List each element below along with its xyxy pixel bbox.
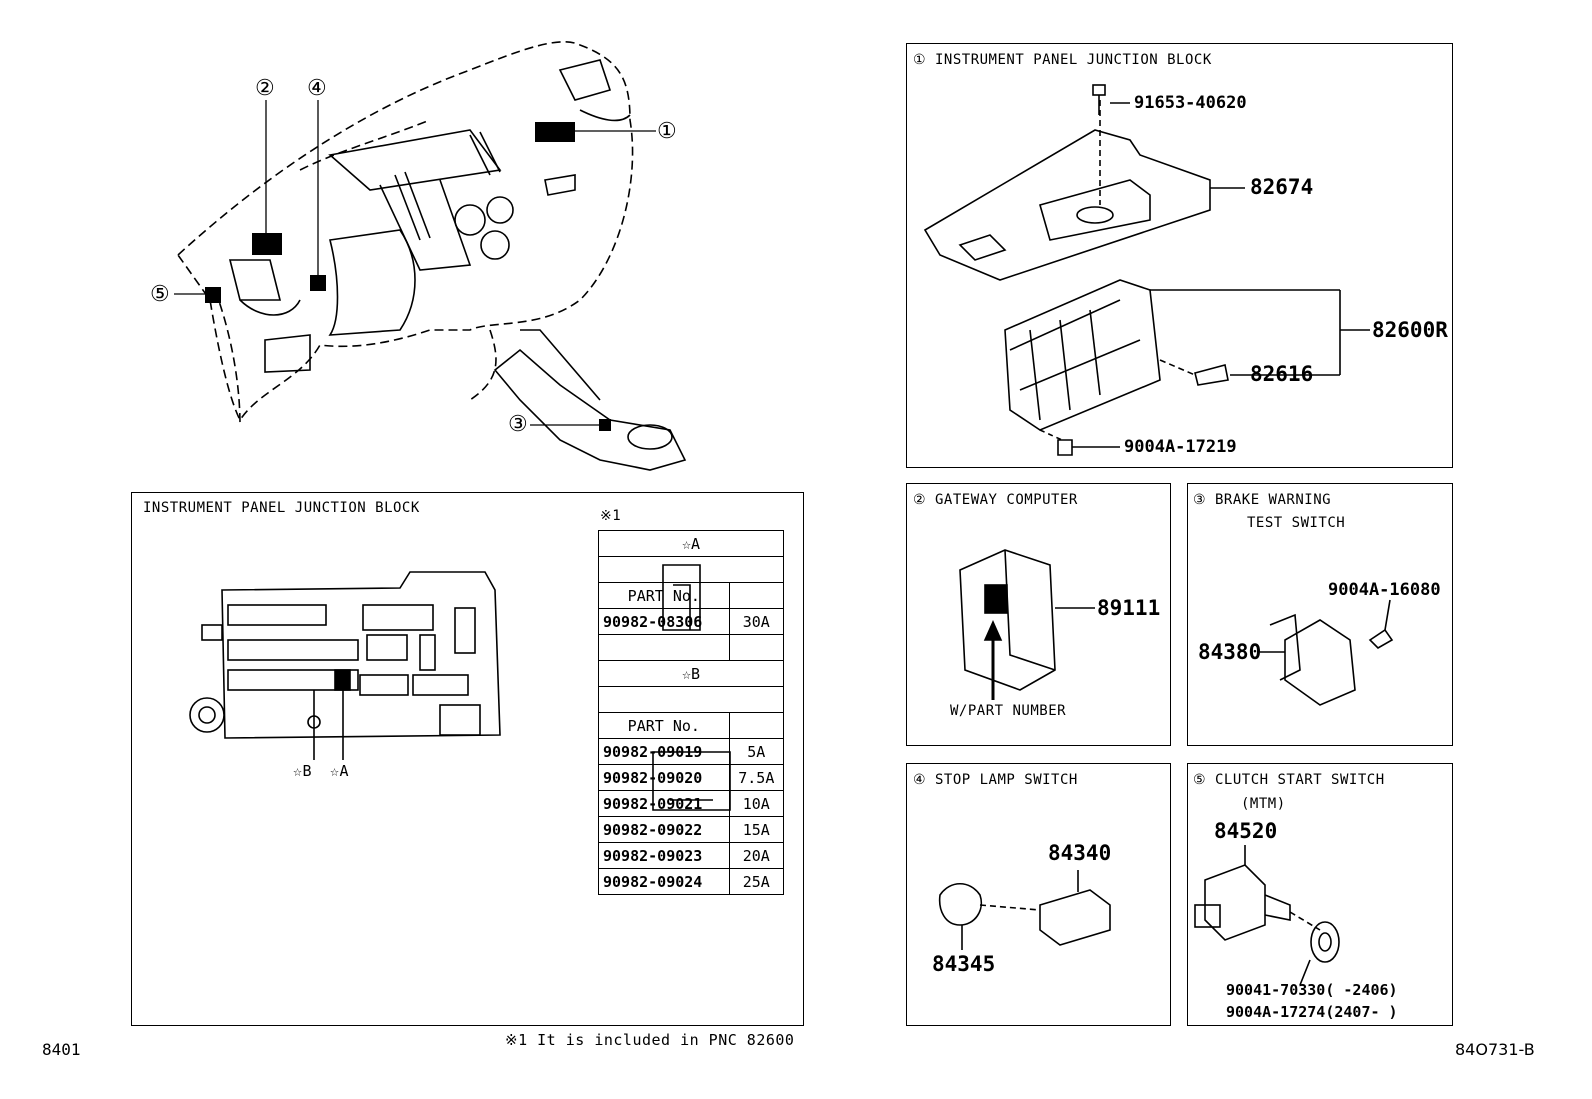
junction-block-drawing — [189, 571, 501, 760]
table-a-header: ☆A — [598, 530, 784, 557]
part-82600R[interactable]: 82600R — [1372, 318, 1448, 342]
part-9004A-16080[interactable]: 9004A-16080 — [1328, 580, 1441, 600]
callout-5: ⑤ — [150, 282, 170, 307]
dashboard-illustration — [176, 41, 634, 426]
panel-junction-block — [906, 43, 1453, 468]
table-row: 90982-09022 15A — [598, 816, 785, 843]
table-b-header: ☆B — [598, 660, 784, 687]
table-row: 90982-09019 5A — [598, 738, 785, 765]
part-84345[interactable]: 84345 — [932, 952, 996, 976]
panel2-title: ② GATEWAY COMPUTER — [913, 492, 1078, 508]
part-number-note: W/PART NUMBER — [950, 703, 1067, 719]
panel-gateway-computer — [906, 483, 1171, 746]
bolt-91653 — [1092, 84, 1130, 115]
gateway-computer — [959, 549, 1095, 700]
part-84380[interactable]: 84380 — [1198, 640, 1262, 664]
part-no-label-a: PART No. — [598, 582, 730, 609]
part-89111[interactable]: 89111 — [1097, 596, 1161, 620]
console-illustration — [493, 329, 687, 471]
table-row: 90982-08306 30A — [598, 608, 785, 635]
part-9004A-17219[interactable]: 9004A-17219 — [1124, 437, 1237, 457]
fuse-amp: 5A — [728, 738, 785, 765]
junction-block-cover — [923, 100, 1211, 281]
fuse-part-no[interactable]: 90982-08306 — [598, 608, 730, 635]
part-82674[interactable]: 82674 — [1250, 175, 1314, 199]
fuse-part-no[interactable]: 90982-09019 — [598, 738, 730, 765]
fuse-a-image-cell — [598, 556, 784, 583]
brake-warning-switch — [1260, 599, 1394, 706]
part-9004A-17274[interactable]: 9004A-17274(2407- ) — [1226, 1003, 1398, 1021]
fuse-part-no[interactable]: 90982-09024 — [598, 868, 730, 895]
fuse-amp: 7.5A — [728, 764, 785, 791]
callout-3: ③ — [508, 412, 528, 437]
callout-4: ④ — [307, 76, 327, 101]
callout-2: ② — [255, 76, 275, 101]
ref-mark: ※1 — [600, 508, 622, 524]
part-84340[interactable]: 84340 — [1048, 841, 1112, 865]
dashboard-details — [228, 59, 631, 373]
table-row: 90982-09020 7.5A — [598, 764, 785, 791]
panel1-title: ① INSTRUMENT PANEL JUNCTION BLOCK — [913, 52, 1212, 68]
star-a-label: ☆A — [330, 762, 350, 780]
panel3-title-line2: TEST SWITCH — [1247, 515, 1346, 531]
panel-stop-lamp-switch — [906, 763, 1171, 1026]
panel-brake-warning — [1187, 483, 1453, 746]
table-row: 90982-09023 20A — [598, 842, 785, 869]
panel3-title-line1: ③ BRAKE WARNING — [1193, 492, 1332, 508]
fuse-table: ☆A PART No. 90982-08306 30A ☆B PART No. … — [598, 530, 785, 895]
part-91653-40620[interactable]: 91653-40620 — [1134, 93, 1247, 113]
part-no-label-b: PART No. — [598, 712, 730, 739]
location-markers — [205, 122, 611, 431]
fuse-part-no[interactable]: 90982-09020 — [598, 764, 730, 791]
fuse-part-no[interactable]: 90982-09023 — [598, 842, 730, 869]
clutch-start-switch — [1194, 845, 1340, 986]
fuse-amp: 30A — [728, 608, 785, 635]
callout-1: ① — [657, 119, 677, 144]
panel5-title-line2: (MTM) — [1241, 796, 1286, 812]
stop-lamp-switch — [938, 870, 1111, 950]
fuse-part-no[interactable]: 90982-09022 — [598, 816, 730, 843]
part-82616[interactable]: 82616 — [1250, 362, 1314, 386]
illustration-code-left: 8401 — [42, 1040, 81, 1059]
table-row: 90982-09021 10A — [598, 790, 785, 817]
fuse-amp: 20A — [728, 842, 785, 869]
star-b-label: ☆B — [293, 762, 313, 780]
panel-jb-fuses — [131, 492, 804, 1026]
callout-leaders — [174, 100, 656, 426]
illustration-code-right: 84O731-B — [1455, 1040, 1535, 1059]
footnote: ※1 It is included in PNC 82600 — [505, 1031, 795, 1049]
fuse-amp: 15A — [728, 816, 785, 843]
panel-clutch-start-switch — [1187, 763, 1453, 1026]
panel4-title: ④ STOP LAMP SWITCH — [913, 772, 1078, 788]
jb-panel-title: INSTRUMENT PANEL JUNCTION BLOCK — [143, 500, 420, 516]
fuse-amp: 25A — [728, 868, 785, 895]
part-90041-70330[interactable]: 90041-70330( -2406) — [1226, 981, 1398, 999]
part-84520[interactable]: 84520 — [1214, 819, 1278, 843]
junction-block-body — [1004, 187, 1370, 456]
fuse-part-no[interactable]: 90982-09021 — [598, 790, 730, 817]
fuse-b-image-cell — [598, 686, 784, 713]
panel5-title-line1: ⑤ CLUTCH START SWITCH — [1193, 772, 1385, 788]
fuse-amp: 10A — [728, 790, 785, 817]
table-row: 90982-09024 25A — [598, 868, 785, 895]
